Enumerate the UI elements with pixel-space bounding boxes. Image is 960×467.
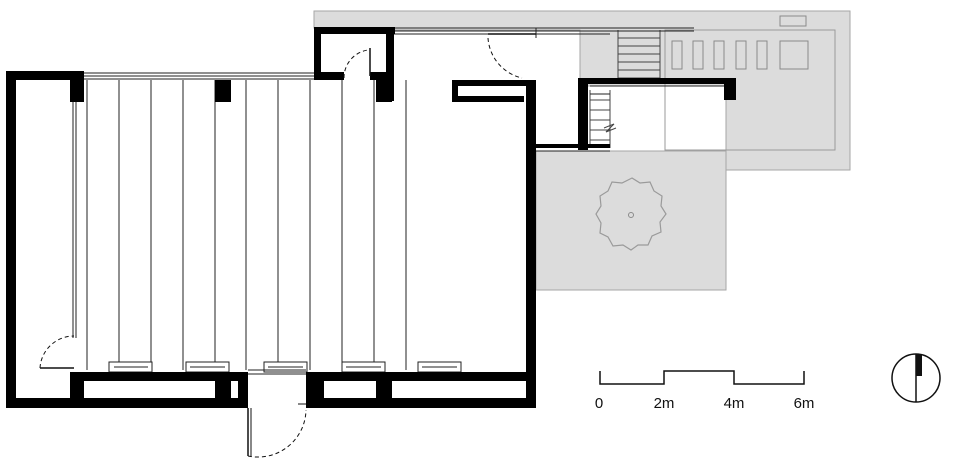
wall — [370, 72, 390, 80]
walls — [6, 27, 736, 408]
wall — [578, 98, 588, 150]
scale-label-6m: 6m — [794, 395, 815, 412]
neighbour-fixture — [779, 40, 809, 70]
wall — [244, 372, 248, 408]
scale-label-4m: 4m — [724, 395, 745, 412]
wall — [6, 71, 84, 80]
column — [215, 80, 231, 102]
wall — [452, 80, 458, 102]
wall — [314, 72, 344, 80]
wall — [238, 372, 248, 408]
door-swing — [39, 335, 75, 369]
door-swing — [343, 49, 369, 79]
neighbour-fixture — [756, 40, 768, 70]
wall — [306, 372, 310, 408]
neighbour-fixture — [735, 40, 747, 70]
thin-lines — [72, 27, 724, 370]
wall — [376, 372, 392, 408]
wall — [452, 96, 524, 102]
wall — [70, 372, 84, 408]
neighbour-fixture — [692, 40, 704, 70]
neighbour-fixture — [779, 15, 807, 27]
tree-trunk — [628, 212, 634, 218]
wall — [310, 372, 536, 381]
wall — [578, 78, 588, 98]
wall — [6, 71, 16, 408]
north-arrow-icon — [891, 353, 941, 403]
neighbour-inner-outline — [664, 29, 836, 151]
entrance-threshold — [248, 369, 306, 375]
shaded-areas — [313, 10, 851, 291]
tree-icon — [595, 177, 667, 251]
wall — [310, 372, 324, 408]
door-swing — [487, 37, 523, 79]
wall — [536, 144, 610, 148]
scale-label-0: 0 — [595, 395, 603, 412]
wall — [314, 27, 395, 34]
door-swing — [247, 409, 307, 458]
scale-bar-line — [599, 370, 805, 385]
wall — [310, 398, 536, 408]
column — [376, 80, 392, 102]
column — [70, 80, 84, 102]
benches — [108, 361, 462, 373]
wall — [314, 27, 321, 79]
wall — [724, 78, 736, 100]
wall — [526, 80, 536, 408]
scale-bar: 0 2m 4m 6m — [595, 370, 815, 412]
courtyard-shade — [535, 150, 727, 291]
scale-label-2m: 2m — [654, 395, 675, 412]
doors — [39, 33, 536, 458]
neighbour-fixture — [713, 40, 725, 70]
neighbour-fixture — [671, 40, 683, 70]
wall — [70, 372, 248, 381]
wall — [452, 80, 536, 86]
wall — [215, 372, 231, 408]
wall — [578, 78, 728, 84]
wall — [6, 398, 248, 408]
wall — [386, 27, 394, 101]
